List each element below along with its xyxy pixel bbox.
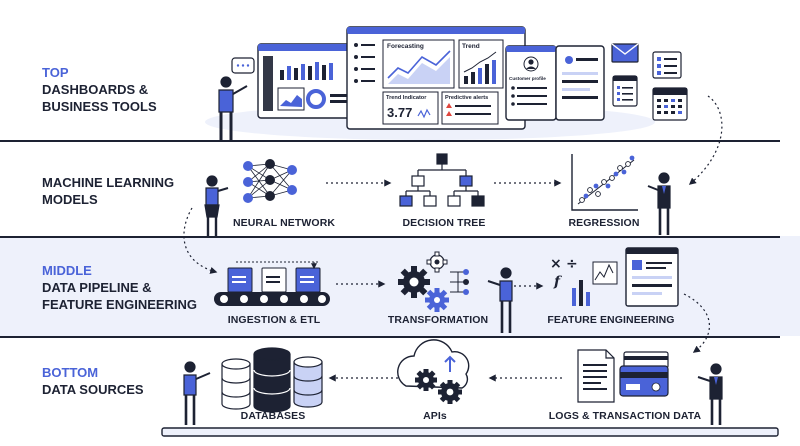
conveyor-icon <box>214 261 330 306</box>
divider-middle <box>0 336 780 338</box>
divider-ml <box>0 236 780 238</box>
label-decision-tree: DECISION TREE <box>402 217 486 229</box>
decision-tree-icon <box>399 153 485 207</box>
presenter-figure-top <box>218 57 255 140</box>
label-databases: DATABASES <box>240 410 306 422</box>
layer-desc-ml-2: MODELS <box>42 192 98 207</box>
layer-title-bottom: BOTTOM DATA SOURCES <box>42 364 144 398</box>
label-neural-network: NEURAL NETWORK <box>232 217 336 229</box>
svg-text:f: f <box>553 274 563 290</box>
gear-icon-cluster <box>398 251 469 312</box>
neural-network-icon <box>243 159 297 203</box>
presenter-figure-bottom-right <box>697 363 723 425</box>
formula-icon: × ÷ f <box>550 256 618 306</box>
label-logs-transaction-data: LOGS & TRANSACTION DATA <box>548 410 702 422</box>
presenter-figure-ml <box>204 175 229 237</box>
svg-text:×: × <box>550 256 562 272</box>
label-apis: APIs <box>423 410 447 422</box>
credit-card-icon <box>619 351 669 397</box>
checklist-icon <box>652 51 682 79</box>
flow-arrow-top-right <box>688 95 723 185</box>
label-transformation: TRANSFORMATION <box>387 314 489 326</box>
layer-desc-middle-1: DATA PIPELINE & <box>42 280 152 295</box>
layer-title-middle: MIDDLE DATA PIPELINE & FEATURE ENGINEERI… <box>42 262 197 313</box>
mail-icon <box>611 43 639 63</box>
dashboard-window-left <box>257 43 359 119</box>
trend-indicator-value: 3.77 <box>387 105 413 120</box>
label-feature-engineering: FEATURE ENGINEERING <box>547 314 675 326</box>
layer-desc-top-1: DASHBOARDS & <box>42 82 149 97</box>
widget-label-trend: Trend <box>462 43 480 50</box>
checklist-icon-small <box>612 75 638 107</box>
widget-label-customer-profile: Customer profile <box>509 76 546 81</box>
layer-desc-middle-2: FEATURE ENGINEERING <box>42 297 198 312</box>
layer-title-top: TOP DASHBOARDS & BUSINESS TOOLS <box>42 64 157 115</box>
dashboard-window-main <box>346 26 526 130</box>
presenter-figure-regression <box>647 172 671 235</box>
layer-desc-bottom-1: DATA SOURCES <box>42 382 144 397</box>
feature-panel-window <box>625 247 679 307</box>
label-ingestion-etl: INGESTION & ETL <box>227 314 321 326</box>
divider-top <box>0 140 780 142</box>
calendar-icon <box>652 87 688 121</box>
widget-label-predictive-alerts: Predictive alerts <box>445 95 489 101</box>
svg-text:÷: ÷ <box>566 256 578 272</box>
tier-label-top: TOP <box>42 65 69 80</box>
widget-label-trend-indicator: Trend Indicator <box>386 95 427 101</box>
cloud-icon <box>397 339 470 404</box>
tier-label-bottom: BOTTOM <box>42 365 99 380</box>
layer-desc-top-2: BUSINESS TOOLS <box>42 99 157 114</box>
presenter-figure-middle <box>487 267 513 333</box>
bottom-platform <box>161 427 779 437</box>
layer-desc-ml-1: MACHINE LEARNING <box>42 175 175 190</box>
flow-arrow-feature-down <box>683 293 710 353</box>
customer-profile-window <box>505 45 605 121</box>
widget-label-forecasting: Forecasting <box>387 43 424 50</box>
label-regression: REGRESSION <box>568 217 640 229</box>
document-icon <box>577 349 615 403</box>
database-icon <box>221 347 323 413</box>
tier-label-middle: MIDDLE <box>42 263 92 278</box>
scatter-plot-icon <box>571 154 638 211</box>
layer-title-ml: MACHINE LEARNING MODELS <box>42 174 174 208</box>
flow-arrow-ml-to-pipeline <box>183 207 218 274</box>
presenter-figure-bottom <box>183 361 211 425</box>
